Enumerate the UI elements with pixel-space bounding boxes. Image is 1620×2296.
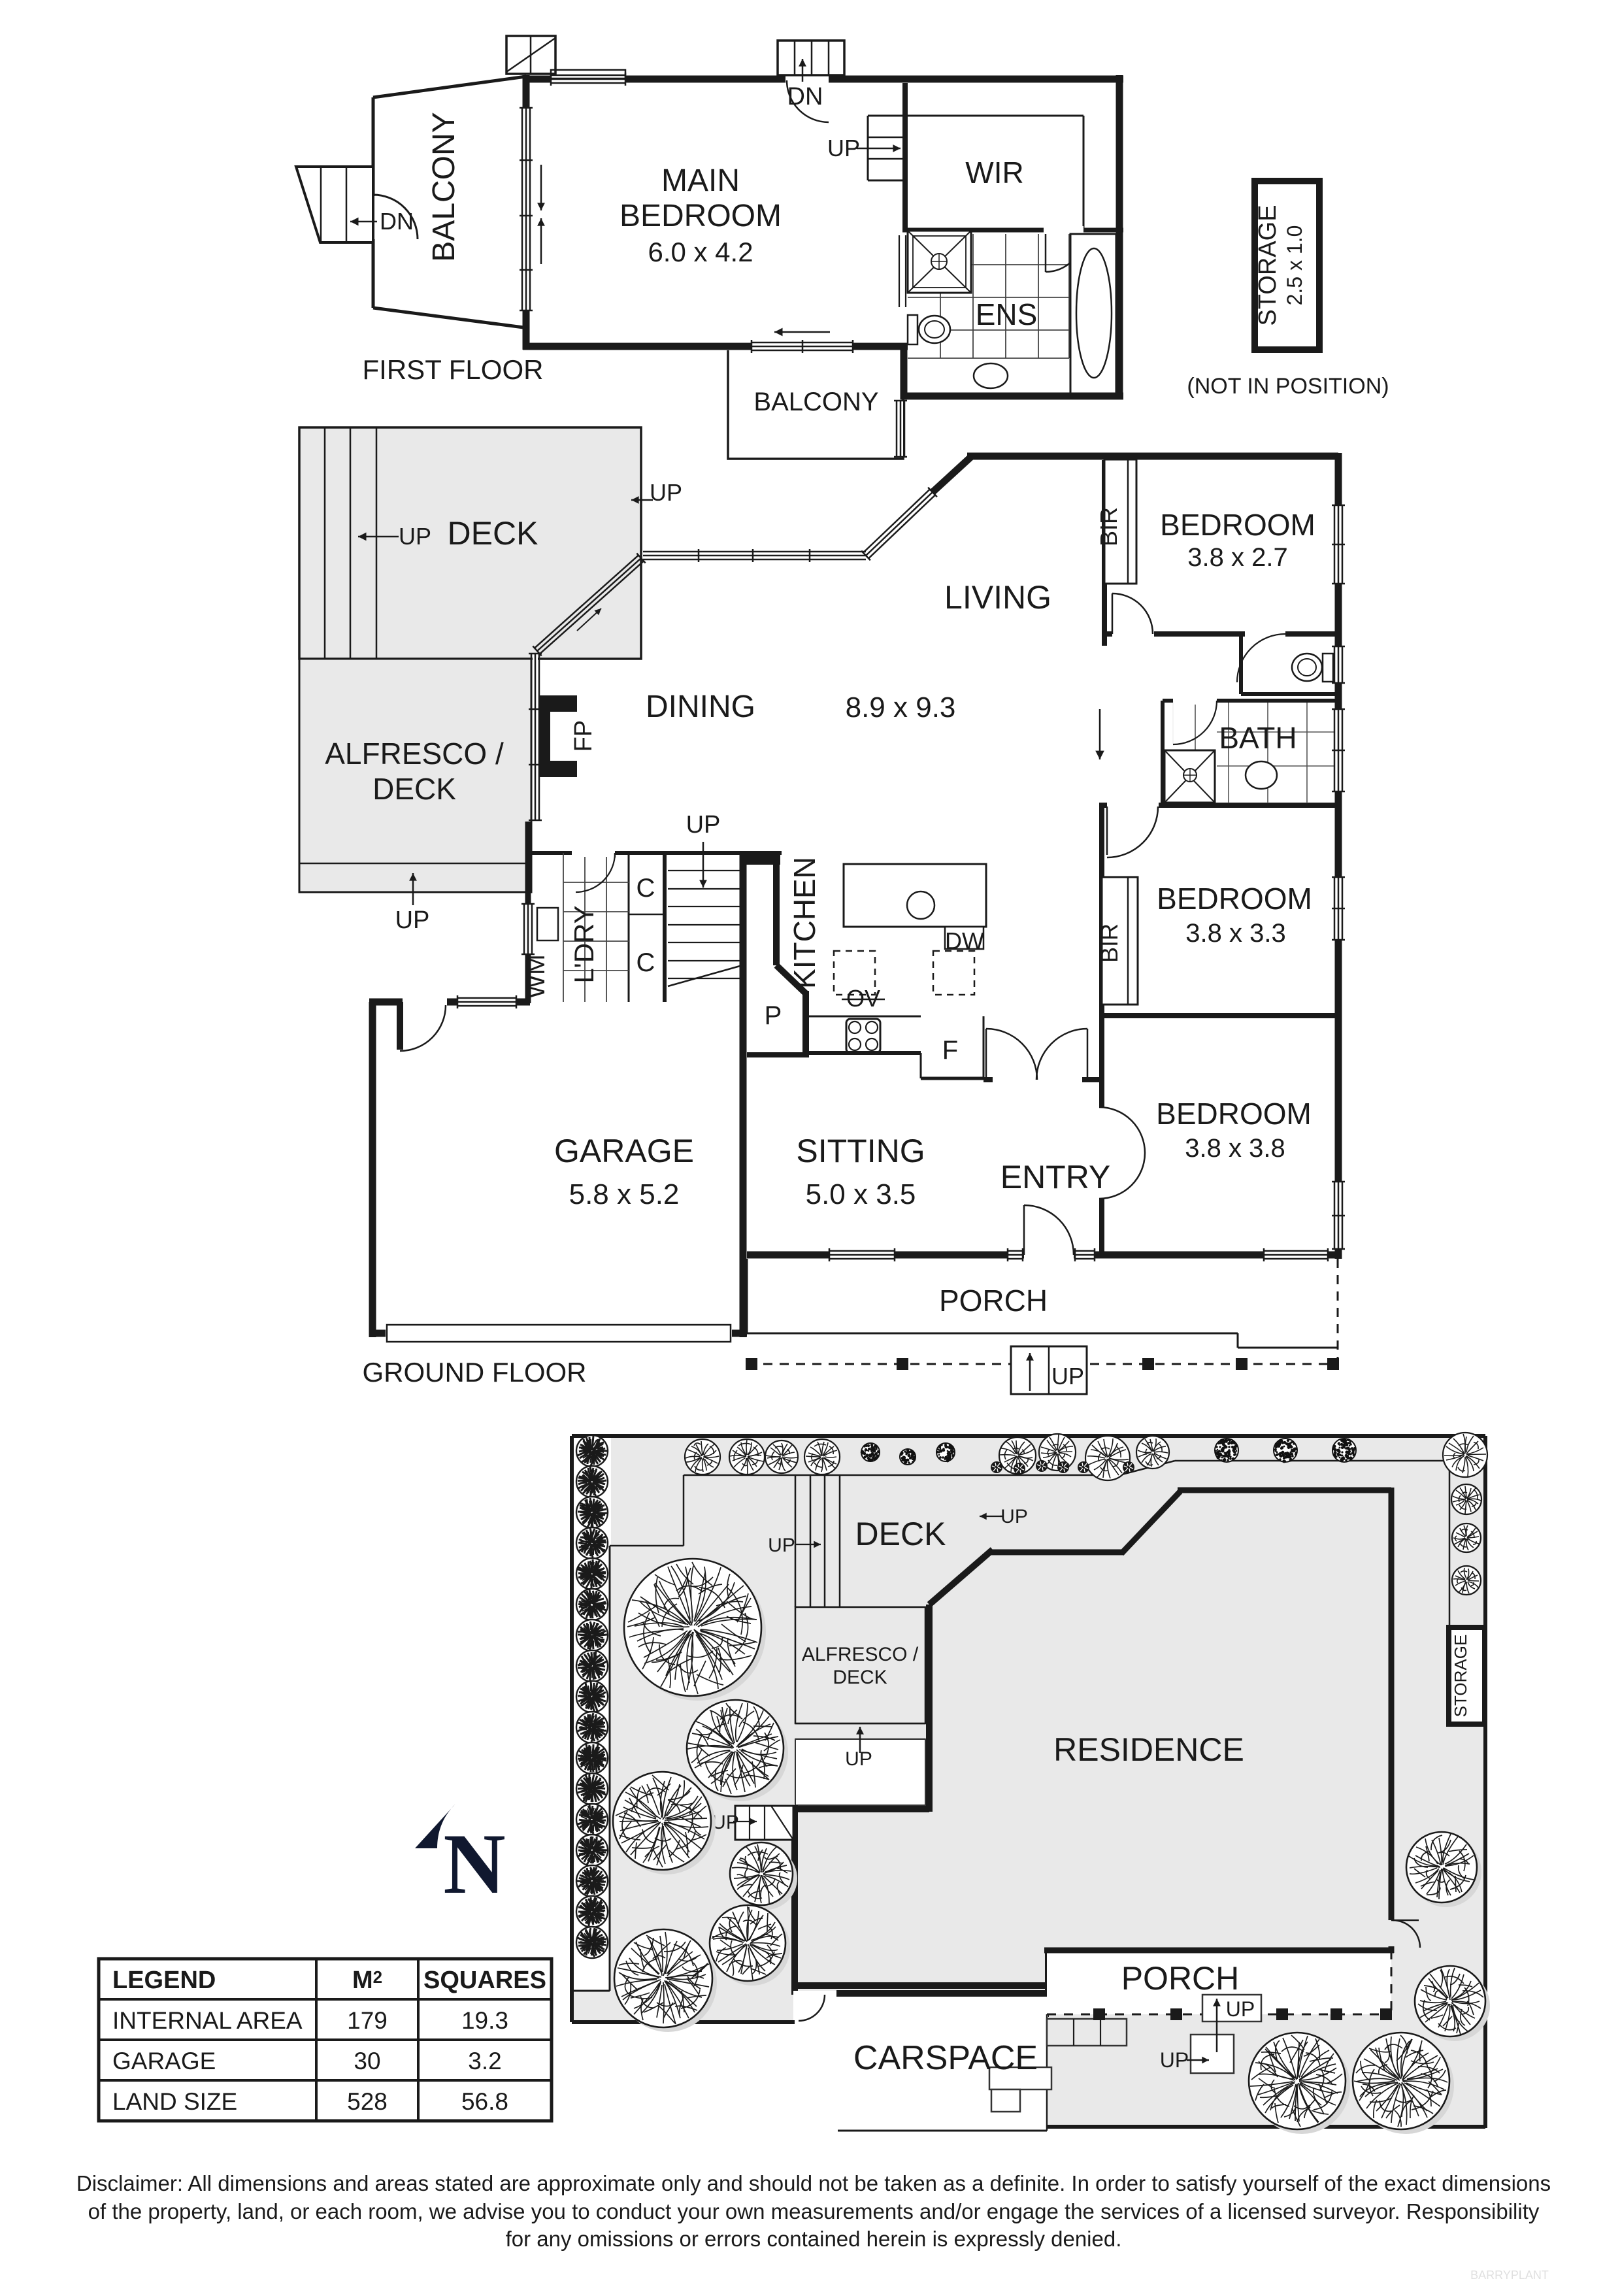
svg-text:FIRST FLOOR: FIRST FLOOR	[363, 354, 544, 385]
svg-text:Disclaimer: All dimensions and: Disclaimer: All dimensions and areas sta…	[76, 2171, 1551, 2195]
svg-text:56.8: 56.8	[461, 2088, 508, 2115]
svg-text:BEDROOM: BEDROOM	[1160, 508, 1315, 542]
svg-text:GARAGE: GARAGE	[112, 2048, 216, 2074]
svg-text:ALFRESCO /: ALFRESCO /	[325, 737, 504, 771]
svg-text:3.8 x 3.3: 3.8 x 3.3	[1185, 919, 1285, 948]
svg-text:CARSPACE: CARSPACE	[853, 2039, 1038, 2077]
svg-text:DINING: DINING	[646, 690, 755, 724]
svg-text:30: 30	[354, 2048, 380, 2074]
svg-text:DECK: DECK	[372, 772, 456, 806]
svg-text:(NOT IN POSITION): (NOT IN POSITION)	[1187, 374, 1389, 399]
svg-text:LEGEND: LEGEND	[112, 1967, 216, 1994]
svg-text:BEDROOM: BEDROOM	[620, 199, 782, 233]
svg-text:GROUND FLOOR: GROUND FLOOR	[362, 1357, 586, 1388]
svg-text:SQUARES: SQUARES	[423, 1967, 546, 1994]
svg-text:ENS: ENS	[976, 297, 1038, 331]
svg-text:PORCH: PORCH	[939, 1284, 1048, 1318]
svg-text:UP: UP	[686, 811, 721, 839]
svg-text:F: F	[942, 1036, 958, 1065]
svg-text:of the property, land, or each: of the property, land, or each room, we …	[88, 2199, 1540, 2223]
svg-text:OV: OV	[846, 985, 880, 1012]
svg-text:GARAGE: GARAGE	[554, 1133, 694, 1169]
svg-text:UP: UP	[1160, 2048, 1189, 2072]
svg-text:BEDROOM: BEDROOM	[1156, 1097, 1312, 1131]
svg-text:STORAGE: STORAGE	[1254, 205, 1281, 325]
svg-text:BEDROOM: BEDROOM	[1157, 882, 1312, 916]
svg-text:DN: DN	[787, 83, 823, 110]
svg-text:3.8 x 3.8: 3.8 x 3.8	[1185, 1134, 1285, 1163]
svg-text:BATH: BATH	[1219, 721, 1297, 755]
svg-text:LIVING: LIVING	[944, 579, 1051, 616]
svg-text:RESIDENCE: RESIDENCE	[1053, 1731, 1244, 1768]
svg-text:C: C	[636, 948, 655, 977]
svg-text:BARRYPLANT: BARRYPLANT	[1470, 2269, 1549, 2282]
svg-text:STORAGE: STORAGE	[1451, 1635, 1470, 1718]
svg-text:C: C	[636, 874, 655, 903]
svg-text:UP: UP	[827, 135, 860, 161]
svg-text:LAND SIZE: LAND SIZE	[112, 2088, 237, 2115]
svg-text:UP: UP	[768, 1535, 795, 1556]
svg-text:UP: UP	[1226, 1997, 1255, 2021]
svg-text:BIR: BIR	[1096, 923, 1123, 963]
svg-text:UP: UP	[1051, 1363, 1084, 1389]
svg-text:DECK: DECK	[833, 1667, 887, 1688]
svg-text:19.3: 19.3	[461, 2007, 508, 2034]
svg-text:2.5 x 1.0: 2.5 x 1.0	[1283, 225, 1306, 306]
svg-text:FP: FP	[570, 720, 597, 752]
svg-text:ENTRY: ENTRY	[1000, 1159, 1111, 1195]
svg-text:DN: DN	[380, 208, 414, 235]
svg-text:L'DRY: L'DRY	[569, 905, 599, 983]
svg-text:UP: UP	[712, 1812, 739, 1833]
svg-text:528: 528	[347, 2088, 388, 2115]
svg-text:8.9 x 9.3: 8.9 x 9.3	[846, 691, 956, 724]
svg-text:BALCONY: BALCONY	[427, 112, 461, 261]
svg-text:3.2: 3.2	[468, 2048, 501, 2074]
svg-text:5.8 x 5.2: 5.8 x 5.2	[569, 1178, 680, 1210]
svg-text:SITTING: SITTING	[796, 1133, 925, 1169]
svg-text:KITCHEN: KITCHEN	[787, 857, 821, 989]
svg-text:WM: WM	[523, 954, 550, 999]
svg-text:UP: UP	[1000, 1506, 1028, 1527]
svg-text:ALFRESCO /: ALFRESCO /	[802, 1644, 919, 1665]
svg-text:UP: UP	[395, 907, 430, 934]
svg-text:DECK: DECK	[448, 515, 538, 552]
svg-text:BALCONY: BALCONY	[753, 388, 878, 416]
svg-text:UP: UP	[650, 479, 682, 506]
svg-text:BIR: BIR	[1095, 507, 1122, 546]
svg-text:DECK: DECK	[855, 1516, 946, 1552]
svg-text:WIR: WIR	[965, 156, 1023, 190]
svg-text:DW: DW	[945, 927, 984, 954]
svg-text:N: N	[443, 1816, 505, 1912]
svg-text:179: 179	[347, 2007, 388, 2034]
svg-text:6.0 x 4.2: 6.0 x 4.2	[648, 237, 753, 267]
svg-text:INTERNAL AREA: INTERNAL AREA	[112, 2007, 303, 2034]
svg-text:UP: UP	[399, 523, 431, 550]
svg-text:P: P	[765, 1001, 782, 1030]
svg-text:MAIN: MAIN	[661, 163, 740, 198]
svg-text:5.0 x 3.5: 5.0 x 3.5	[806, 1178, 916, 1210]
svg-text:UP: UP	[845, 1748, 872, 1770]
svg-text:for any omissions or errors co: for any omissions or errors contained he…	[506, 2227, 1122, 2251]
svg-text:PORCH: PORCH	[1121, 1960, 1240, 1997]
svg-text:3.8 x 2.7: 3.8 x 2.7	[1187, 543, 1287, 572]
